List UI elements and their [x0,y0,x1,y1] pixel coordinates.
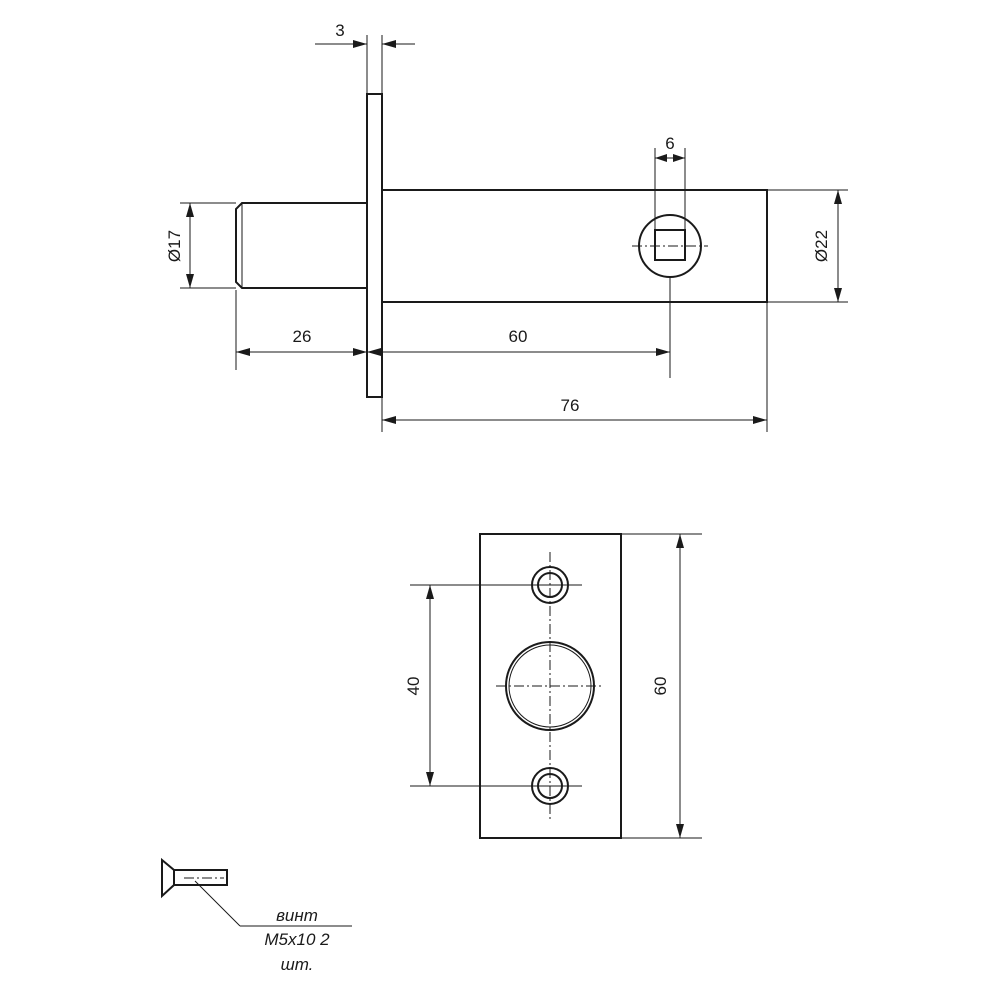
latch-bolt [235,202,367,289]
dim-square-size-label: 6 [665,134,674,153]
latch-body [381,189,768,303]
side-view [235,93,768,398]
dim-spindle-distance: 60 [367,277,671,378]
screw-note-line2: M5x10 2 [264,930,330,949]
face-plate [479,533,622,839]
square-spindle-hole [654,229,686,261]
dim-hole-spacing-label: 40 [404,677,423,696]
dim-flange-thickness: 3 [315,21,415,94]
dim-body-diameter: Ø22 [767,189,848,303]
screw-note-line3: шт. [281,955,314,974]
dim-plate-height-label: 60 [651,677,670,696]
dim-bolt-diameter: Ø17 [165,202,236,289]
dim-body-diameter-label: Ø22 [812,230,831,262]
dim-plate-height: 60 [621,533,702,839]
dim-body-length: 76 [381,302,768,432]
dim-flange-thickness-label: 3 [335,21,344,40]
dim-spindle-distance-label: 60 [509,327,528,346]
dim-bolt-length: 26 [235,290,367,370]
screw-leader [194,880,241,927]
dim-hole-spacing: 40 [404,584,582,787]
screw-head [161,857,175,899]
screw-note: винт M5x10 2 шт. [264,906,330,974]
dim-square-size: 6 [654,134,686,230]
front-view [479,533,622,839]
screw-drawing [161,857,352,927]
dim-bolt-length-label: 26 [293,327,312,346]
dim-body-length-label: 76 [561,396,580,415]
screw-note-line1: винт [276,906,318,925]
screw-shank [173,869,228,886]
dim-bolt-diameter-label: Ø17 [165,230,184,262]
